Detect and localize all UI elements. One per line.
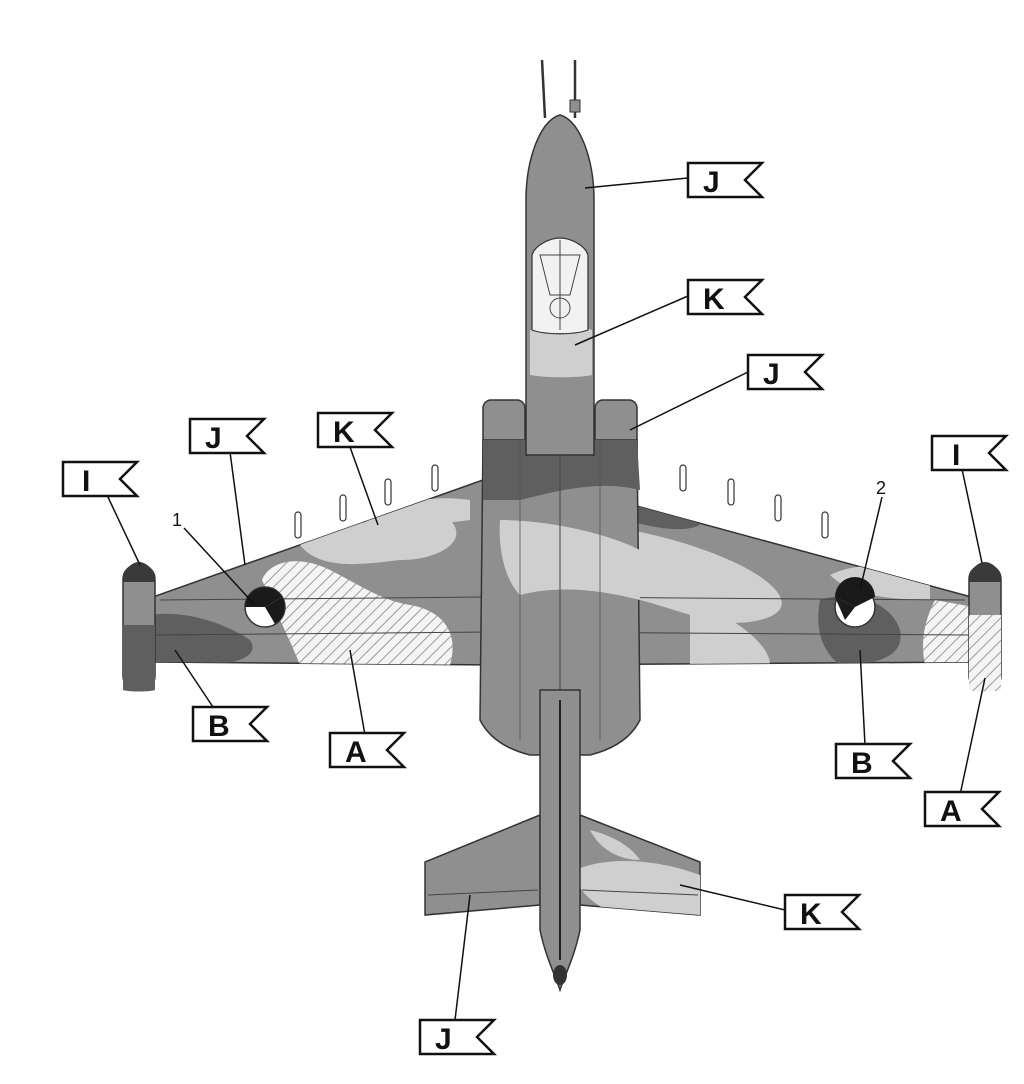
forward-fuselage: [525, 59, 595, 456]
left-wingtip-pod: [122, 562, 156, 692]
svg-text:J: J: [435, 1023, 452, 1056]
svg-text:J: J: [703, 166, 720, 199]
insignia-right: [834, 577, 876, 628]
right-wingtip-pod: [968, 562, 1002, 692]
svg-text:A: A: [345, 736, 367, 769]
callout-k-left-wing: K: [316, 411, 396, 449]
callout-k-tail: K: [783, 893, 863, 931]
callout-a-left: A: [328, 731, 408, 769]
svg-text:K: K: [333, 416, 355, 449]
callout-i-left-tip: I: [61, 460, 141, 498]
callout-i-right-tip: I: [930, 434, 1010, 472]
insignia-left: [244, 586, 286, 628]
horizontal-tail: [424, 813, 701, 916]
center-fuselage: [479, 439, 641, 756]
svg-text:A: A: [940, 795, 962, 828]
callout-j-fuselage-right: J: [746, 353, 826, 391]
callout-j-left-wing: J: [188, 417, 268, 455]
insignia-number-2: 2: [876, 478, 886, 498]
callout-b-left: B: [191, 705, 271, 743]
callout-k-canopy: K: [686, 278, 766, 316]
tail-boom: [539, 689, 581, 993]
svg-text:B: B: [851, 747, 873, 780]
svg-text:K: K: [703, 283, 725, 316]
wing-pylons: [294, 464, 829, 539]
number-leaders: [183, 496, 883, 606]
svg-text:B: B: [208, 710, 230, 743]
svg-text:J: J: [205, 422, 222, 455]
svg-text:I: I: [952, 439, 960, 472]
callout-a-right: A: [923, 790, 1003, 828]
callout-j-tail: J: [418, 1018, 498, 1056]
callout-j-nose: J: [686, 161, 766, 199]
callout-b-right: B: [834, 742, 914, 780]
svg-text:K: K: [800, 898, 822, 931]
callout-leaders: [106, 177, 986, 1021]
insignia-number-1: 1: [172, 510, 182, 530]
svg-text:J: J: [763, 358, 780, 391]
svg-text:I: I: [82, 465, 90, 498]
